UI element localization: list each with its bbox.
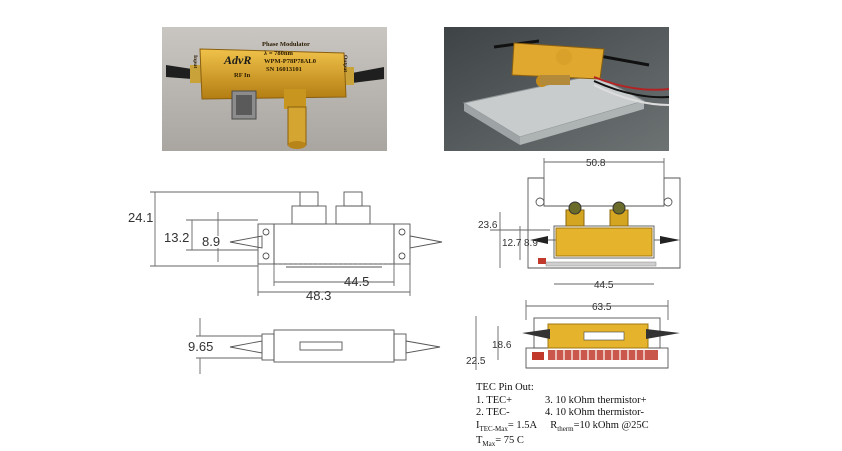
label-wavelength: λ = 780nm bbox=[264, 50, 293, 57]
tec-pin-right: 3. 10 kOhm thermistor+ bbox=[545, 394, 647, 406]
imax-value: = 1.5A bbox=[507, 419, 538, 431]
label-model: WPM-P78P78AL0 bbox=[264, 58, 316, 65]
dim-9-65: 9.65 bbox=[188, 339, 213, 354]
tec-side-colored bbox=[522, 323, 680, 360]
tec-imax: ITEC-Max= 1.5A bbox=[476, 420, 545, 436]
rtherm-subscript: therm bbox=[557, 424, 574, 433]
dim-48-3: 48.3 bbox=[306, 288, 331, 303]
tec-front-colored bbox=[530, 201, 680, 267]
phase-modulator-photo: λ = 780nm Phase Modulator WPM-P78P78AL0 … bbox=[162, 27, 387, 151]
dim-50-8: 50.8 bbox=[586, 158, 606, 169]
imax-subscript: TEC-Max bbox=[479, 424, 508, 433]
dim-13-2: 13.2 bbox=[164, 230, 189, 245]
front-view-dimension-lines bbox=[150, 191, 411, 296]
tec-tmax: TMax= 75 C bbox=[476, 435, 716, 451]
tec-pin-row: 1. TEC+ 3. 10 kOhm thermistor+ bbox=[476, 395, 716, 408]
tec-pin-right: 4. 10 kOhm thermistor- bbox=[545, 407, 644, 418]
rtherm-symbol: R bbox=[550, 419, 558, 431]
brand-logo: AdvR bbox=[224, 53, 252, 67]
tmax-subscript: Max bbox=[482, 440, 496, 449]
label-rf-in: RF In bbox=[234, 72, 251, 79]
label-serial: SN 16013101 bbox=[266, 66, 302, 73]
tec-specs-row: ITEC-Max= 1.5A Rtherm=10 kOhm @25C bbox=[476, 420, 716, 436]
imax-symbol: I bbox=[476, 419, 480, 431]
dim-63-5: 63.5 bbox=[592, 302, 612, 313]
tec-pinout-title: TEC Pin Out: bbox=[476, 382, 534, 393]
dim-24-1: 24.1 bbox=[128, 210, 153, 225]
rtherm-value: =10 kOhm @25C bbox=[573, 419, 649, 431]
label-title: Phase Modulator bbox=[262, 41, 310, 48]
tec-module-photo bbox=[444, 27, 669, 151]
dim-22-5: 22.5 bbox=[466, 356, 486, 367]
bottom-view-drawing bbox=[229, 329, 441, 363]
dim-12-7: 12.7 bbox=[502, 238, 522, 249]
dim-18-6: 18.6 bbox=[492, 340, 512, 351]
front-view-drawing bbox=[229, 191, 443, 268]
tec-pin-left: 1. TEC+ bbox=[476, 394, 513, 406]
tec-pinout: TEC Pin Out: 1. TEC+ 3. 10 kOhm thermist… bbox=[476, 382, 716, 451]
tec-pin-row: 2. TEC- 4. 10 kOhm thermistor- bbox=[476, 407, 716, 420]
dim-44-5: 44.5 bbox=[344, 274, 369, 289]
dim-23-6: 23.6 bbox=[478, 220, 498, 231]
tmax-value: = 75 C bbox=[495, 435, 524, 447]
tec-rtherm: Rtherm=10 kOhm @25C bbox=[545, 419, 649, 436]
dim-44-5-tec: 44.5 bbox=[594, 280, 614, 291]
dim-8-9-tec: 8.9 bbox=[524, 238, 538, 249]
dim-8-9: 8.9 bbox=[202, 234, 220, 249]
tec-pin-left: 2. TEC- bbox=[476, 407, 510, 418]
tmax-symbol: T bbox=[476, 435, 483, 447]
